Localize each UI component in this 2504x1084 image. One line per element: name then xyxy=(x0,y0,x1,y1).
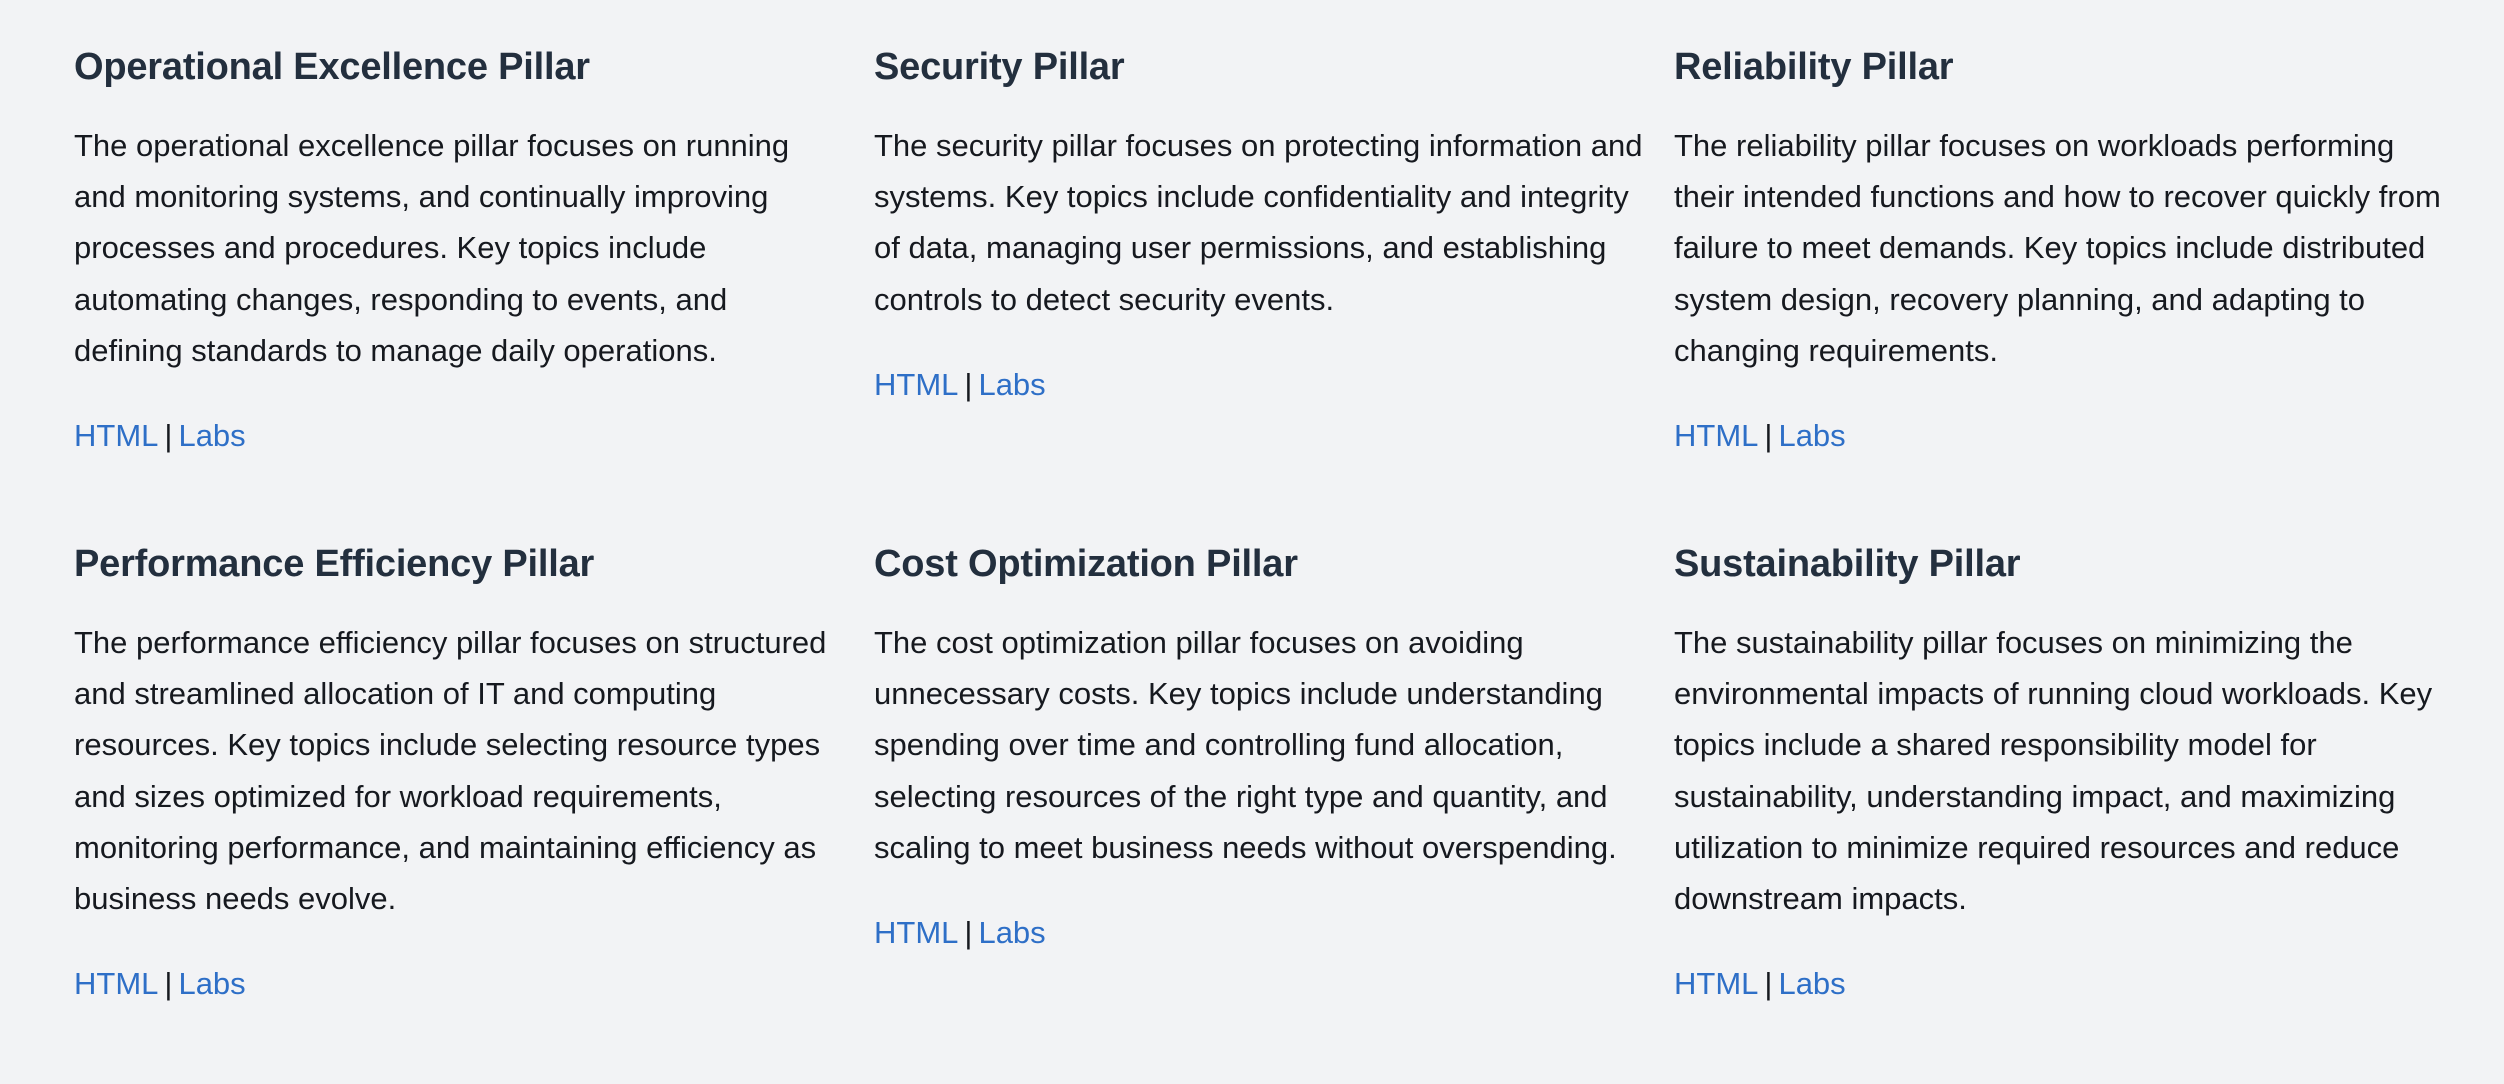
labs-link[interactable]: Labs xyxy=(1778,418,1846,454)
pillar-card-operational-excellence: Operational Excellence Pillar The operat… xyxy=(74,40,874,537)
pillar-description: The security pillar focuses on protectin… xyxy=(874,128,1643,317)
pillar-title: Reliability Pillar xyxy=(1674,46,1954,88)
pillar-title: Performance Efficiency Pillar xyxy=(74,543,595,585)
pillar-card-cost-optimization: Cost Optimization Pillar The cost optimi… xyxy=(874,537,1674,1034)
pillar-title: Operational Excellence Pillar xyxy=(74,46,590,88)
pillar-links: HTML|Labs xyxy=(1674,964,2454,1004)
html-link[interactable]: HTML xyxy=(74,418,159,454)
pillar-links: HTML|Labs xyxy=(874,913,1654,953)
html-link[interactable]: HTML xyxy=(874,366,959,402)
pillar-card-sustainability: Sustainability Pillar The sustainability… xyxy=(1674,537,2474,1034)
link-separator: | xyxy=(164,966,173,1002)
pillar-card-performance-efficiency: Performance Efficiency Pillar The perfor… xyxy=(74,537,874,1034)
labs-link[interactable]: Labs xyxy=(178,418,246,454)
pillar-description: The operational excellence pillar focuse… xyxy=(74,128,790,368)
pillar-title: Cost Optimization Pillar xyxy=(874,543,1298,585)
pillar-card-security: Security Pillar The security pillar focu… xyxy=(874,40,1674,537)
pillar-links: HTML|Labs xyxy=(74,416,854,456)
html-link[interactable]: HTML xyxy=(874,915,959,951)
pillar-description: The cost optimization pillar focuses on … xyxy=(874,625,1617,865)
pillar-links: HTML|Labs xyxy=(74,964,854,1004)
link-separator: | xyxy=(1764,418,1773,454)
pillar-description: The performance efficiency pillar focuse… xyxy=(74,625,827,917)
pillar-title: Sustainability Pillar xyxy=(1674,543,2021,585)
pillars-grid: Operational Excellence Pillar The operat… xyxy=(74,40,2454,1034)
labs-link[interactable]: Labs xyxy=(978,366,1046,402)
pillar-links: HTML|Labs xyxy=(874,365,1654,405)
pillar-card-reliability: Reliability Pillar The reliability pilla… xyxy=(1674,40,2474,537)
pillar-description: The reliability pillar focuses on worklo… xyxy=(1674,128,2441,368)
link-separator: | xyxy=(964,915,973,951)
labs-link[interactable]: Labs xyxy=(178,966,246,1002)
html-link[interactable]: HTML xyxy=(1674,418,1759,454)
link-separator: | xyxy=(164,418,173,454)
html-link[interactable]: HTML xyxy=(1674,966,1759,1002)
labs-link[interactable]: Labs xyxy=(1778,966,1846,1002)
pillar-description: The sustainability pillar focuses on min… xyxy=(1674,625,2433,917)
pillar-title: Security Pillar xyxy=(874,46,1125,88)
link-separator: | xyxy=(1764,966,1773,1002)
pillar-links: HTML|Labs xyxy=(1674,416,2454,456)
link-separator: | xyxy=(964,366,973,402)
html-link[interactable]: HTML xyxy=(74,966,159,1002)
labs-link[interactable]: Labs xyxy=(978,915,1046,951)
